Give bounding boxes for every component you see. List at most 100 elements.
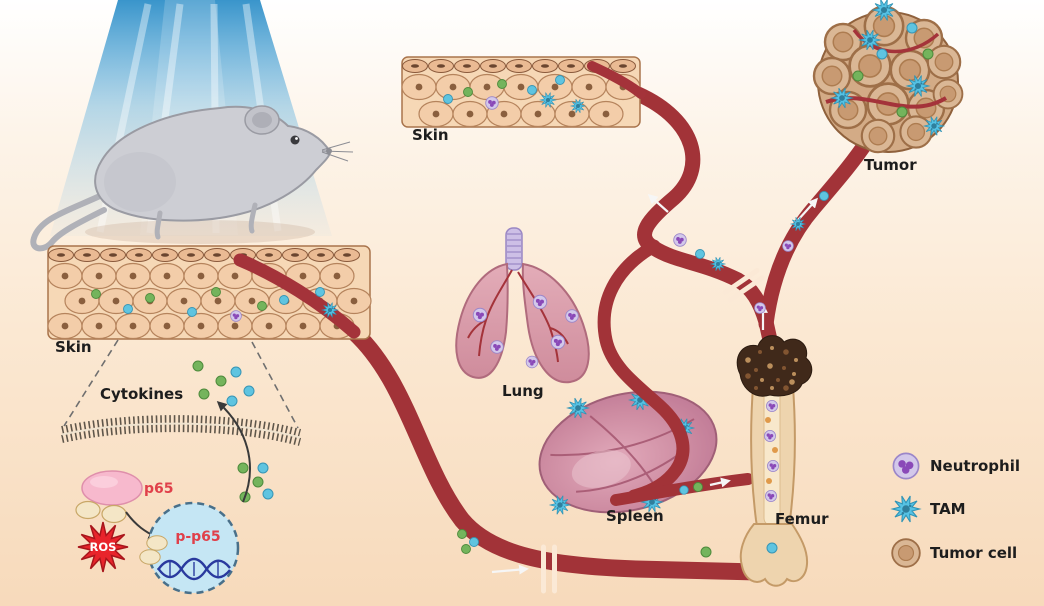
mouse-shadow (85, 220, 315, 244)
flow-arrow (647, 194, 669, 213)
flow-arrow (797, 197, 818, 221)
cytokine-green-dot (852, 70, 864, 82)
ros-label: ROS (90, 540, 117, 554)
lung-right-lobe (521, 262, 590, 384)
cytokine-blue-dot (262, 488, 274, 500)
cytokine-blue-dot (695, 249, 705, 259)
cytokine-green-dot (211, 287, 221, 297)
cytokine-blue-dot (555, 75, 565, 85)
p65-complex (75, 470, 143, 524)
skin-section-left (47, 245, 372, 340)
legend-label-tumor-cell: Tumor cell (930, 544, 1017, 562)
cytokine-blue-dot (230, 366, 242, 378)
cytokine-green-dot (693, 482, 703, 492)
subunit-oval (146, 535, 168, 551)
cytokine-green-dot (700, 546, 712, 558)
cytokine-blue-dot (243, 385, 255, 397)
legend-label-tam: TAM (930, 500, 966, 518)
neutrophil-icon (485, 96, 499, 110)
cytokines-label: Cytokines (100, 385, 183, 403)
tumor-cell-icon (860, 118, 896, 154)
neutrophil-icon (532, 294, 548, 310)
neutrophil-icon (490, 340, 504, 354)
cytokine-blue-dot (279, 295, 289, 305)
cytokine-blue-dot (443, 94, 453, 104)
tumor-cell-icon (926, 44, 962, 80)
cytokine-blue-dot (226, 395, 238, 407)
tumor-illustration (812, 0, 964, 154)
skin-left-label: Skin (55, 338, 92, 356)
legend: Neutrophil TAM Tumor cell (891, 452, 1020, 568)
mouse-eye-highlight (295, 137, 298, 140)
cytokine-green-dot (192, 360, 204, 372)
neutrophil-icon (673, 233, 687, 247)
nucleus-with-dna (139, 501, 240, 595)
cytokine-blue-dot (819, 191, 829, 201)
skin-left-vessel (233, 253, 361, 339)
p65-highlight (90, 476, 118, 488)
cytokine-green-dot (237, 462, 249, 474)
mouse-eye (290, 135, 300, 145)
cytokine-green-dot (463, 87, 473, 97)
tumor-label: Tumor (864, 156, 917, 174)
femur-marrow-cells (764, 400, 779, 502)
flow-arrow (709, 477, 731, 488)
cytokine-blue-dot (123, 304, 133, 314)
marrow-cell-dot (765, 417, 771, 423)
secretion-arrow (216, 400, 251, 503)
skin-top-cell-layer (401, 56, 641, 128)
cytokine-green-dot (497, 79, 507, 89)
cytokine-green-dot (457, 529, 467, 539)
subunit-oval (101, 504, 127, 524)
skin-top-vessel (587, 61, 646, 99)
cytokine-blue-dot (766, 542, 778, 554)
p65-label: p65 (144, 481, 174, 497)
cytokine-green-dot (198, 388, 210, 400)
neutrophil-icon (550, 334, 566, 350)
flow-arrow (491, 564, 529, 575)
neutrophil-icon (472, 307, 488, 323)
signaling-inset (61, 360, 302, 595)
mouse-haunch (104, 152, 176, 212)
neutrophil-icon (754, 302, 766, 314)
cytokine-green-dot (215, 375, 227, 387)
trachea-rings (507, 233, 521, 265)
bronchi (467, 269, 569, 363)
cytokine-green-dot (896, 106, 908, 118)
cytokine-blue-dot (469, 537, 479, 547)
neutrophil-icon (525, 355, 539, 369)
femur-illustration (736, 335, 813, 587)
spleen-label: Spleen (606, 507, 664, 525)
subunit-oval (139, 549, 161, 565)
neutrophil-icon (766, 400, 778, 412)
ros-star (77, 521, 129, 573)
p-p65-label: p-p65 (175, 529, 220, 545)
ros-burst (77, 521, 129, 573)
lungs-illustration (455, 227, 590, 384)
vessel-break-marks (541, 268, 765, 594)
cytokine-green-dot (252, 476, 264, 488)
cell-membrane (61, 415, 302, 446)
femur-label: Femur (775, 510, 829, 528)
skin-top-label: Skin (412, 126, 449, 144)
cytokine-blue-dot (187, 307, 197, 317)
vessel-to-spleen (597, 239, 690, 503)
neutrophil-icon (764, 430, 776, 442)
cytokine-blue-dot (679, 485, 689, 495)
vessel-bottom (345, 323, 767, 581)
mouse-inner-ear (252, 112, 272, 128)
neutrophil-icon (782, 240, 794, 252)
dna-helix (157, 557, 231, 581)
neutrophil-icon (892, 452, 920, 480)
legend-label-neutrophil: Neutrophil (930, 457, 1020, 475)
legend-item-tam: TAM (891, 495, 966, 523)
lung-label: Lung (502, 382, 544, 400)
cytokine-blue-dot (315, 287, 325, 297)
cytokine-green-dot (257, 301, 267, 311)
marrow-cell-dot (772, 447, 778, 453)
marrow-cell-dot (766, 478, 772, 484)
vessel-overlay (457, 191, 829, 594)
cytokine-green-dot (922, 48, 934, 60)
